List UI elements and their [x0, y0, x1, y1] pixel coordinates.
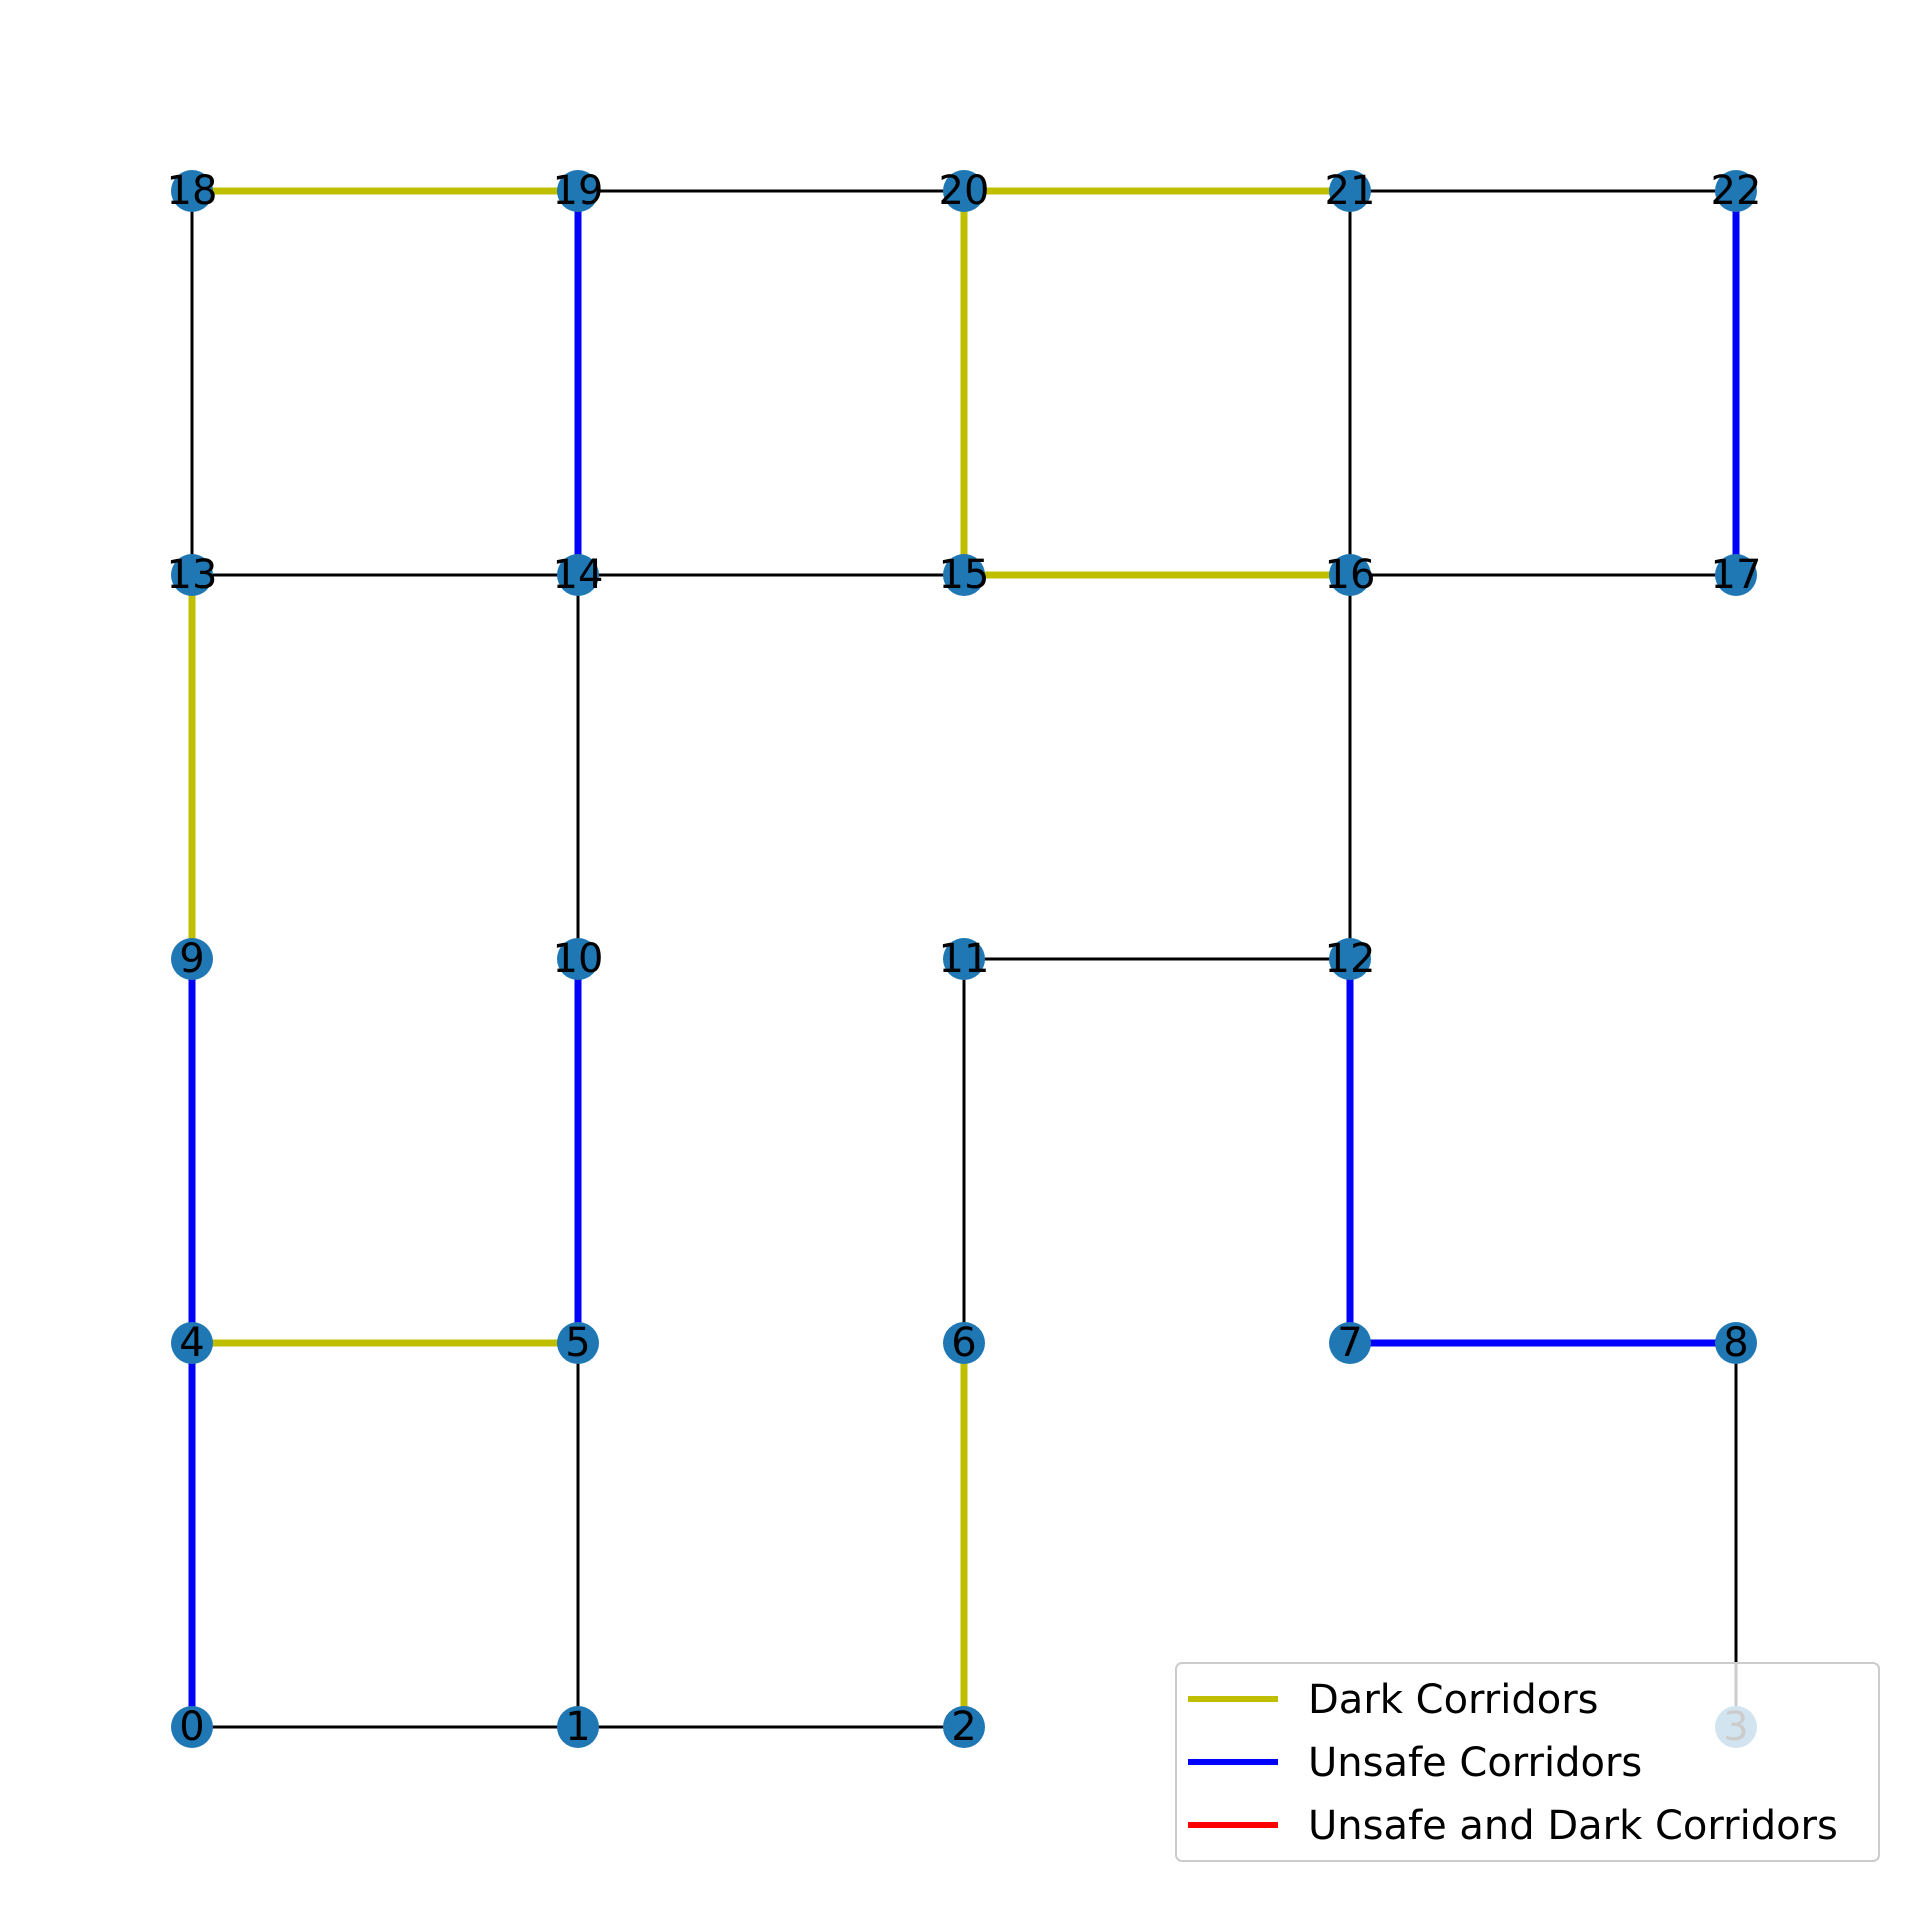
node-10: 10: [553, 936, 604, 982]
node-label-21: 21: [1325, 168, 1376, 214]
node-circle-10: [557, 938, 599, 980]
node-2: 2: [943, 1704, 985, 1750]
node-circle-22: [1715, 170, 1757, 212]
node-0: 0: [171, 1704, 213, 1750]
legend-label-unsafe: Unsafe Corridors: [1308, 1740, 1642, 1786]
node-circle-13: [171, 554, 213, 596]
node-21: 21: [1325, 168, 1376, 214]
node-9: 9: [171, 936, 213, 982]
node-circle-5: [557, 1322, 599, 1364]
node-label-17: 17: [1711, 552, 1762, 598]
node-circle-1: [557, 1706, 599, 1748]
node-label-14: 14: [553, 552, 604, 598]
node-circle-21: [1329, 170, 1371, 212]
node-label-9: 9: [179, 936, 204, 982]
node-label-16: 16: [1325, 552, 1376, 598]
node-label-13: 13: [167, 552, 218, 598]
node-label-7: 7: [1337, 1320, 1362, 1366]
node-label-2: 2: [951, 1704, 976, 1750]
legend-label-unsafe-dark: Unsafe and Dark Corridors: [1308, 1803, 1838, 1849]
node-label-11: 11: [939, 936, 990, 982]
legend-label-dark: Dark Corridors: [1308, 1677, 1599, 1723]
node-circle-19: [557, 170, 599, 212]
node-label-0: 0: [179, 1704, 204, 1750]
node-circle-12: [1329, 938, 1371, 980]
node-label-20: 20: [939, 168, 990, 214]
node-circle-11: [943, 938, 985, 980]
node-circle-4: [171, 1322, 213, 1364]
node-circle-20: [943, 170, 985, 212]
nodes-layer: 012345678910111213141516171819202122: [167, 168, 1762, 1750]
node-label-18: 18: [167, 168, 218, 214]
node-label-12: 12: [1325, 936, 1376, 982]
node-label-6: 6: [951, 1320, 976, 1366]
node-label-4: 4: [179, 1320, 204, 1366]
node-circle-17: [1715, 554, 1757, 596]
node-label-19: 19: [553, 168, 604, 214]
legend: Dark Corridors Unsafe Corridors Unsafe a…: [1175, 1662, 1880, 1862]
legend-box: [1175, 1662, 1880, 1862]
node-15: 15: [939, 552, 990, 598]
node-16: 16: [1325, 552, 1376, 598]
node-circle-14: [557, 554, 599, 596]
node-label-22: 22: [1711, 168, 1762, 214]
node-circle-15: [943, 554, 985, 596]
node-18: 18: [167, 168, 218, 214]
node-14: 14: [553, 552, 604, 598]
node-6: 6: [943, 1320, 985, 1366]
node-circle-0: [171, 1706, 213, 1748]
node-12: 12: [1325, 936, 1376, 982]
node-circle-8: [1715, 1322, 1757, 1364]
node-20: 20: [939, 168, 990, 214]
node-19: 19: [553, 168, 604, 214]
node-circle-2: [943, 1706, 985, 1748]
node-circle-7: [1329, 1322, 1371, 1364]
node-7: 7: [1329, 1320, 1371, 1366]
node-label-5: 5: [565, 1320, 590, 1366]
node-label-15: 15: [939, 552, 990, 598]
node-4: 4: [171, 1320, 213, 1366]
node-13: 13: [167, 552, 218, 598]
node-8: 8: [1715, 1320, 1757, 1366]
node-circle-6: [943, 1322, 985, 1364]
node-label-1: 1: [565, 1704, 590, 1750]
node-1: 1: [557, 1704, 599, 1750]
node-label-8: 8: [1723, 1320, 1748, 1366]
node-11: 11: [939, 936, 990, 982]
node-circle-18: [171, 170, 213, 212]
node-circle-16: [1329, 554, 1371, 596]
node-5: 5: [557, 1320, 599, 1366]
node-label-10: 10: [553, 936, 604, 982]
node-22: 22: [1711, 168, 1762, 214]
node-17: 17: [1711, 552, 1762, 598]
node-circle-9: [171, 938, 213, 980]
